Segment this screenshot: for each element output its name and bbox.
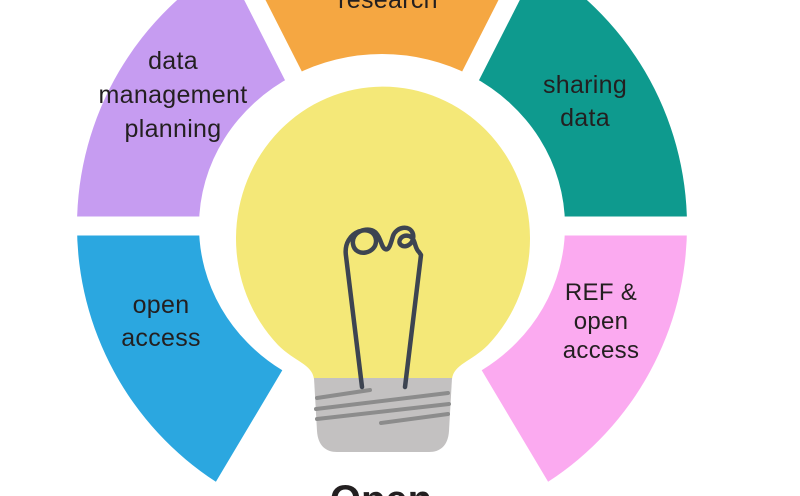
label-line: research [338,0,438,14]
label-line: management [98,81,248,109]
segment-ref-open-access [481,226,687,482]
segment-gap [455,0,520,93]
ring-segments [77,0,687,482]
label-line: planning [124,115,222,143]
ring-segment-gaps [63,0,701,236]
bulb-base-threads [314,388,451,425]
segment-label-ref-open-access: REF & open access [563,278,640,365]
segment-label-open-access: open access [121,289,201,355]
label-line: open [573,308,629,335]
label-line: data [148,47,198,75]
segment-sharing-data [470,0,687,226]
bulb-filament [343,225,424,390]
segment-label-sharing-data: sharing data [543,69,627,135]
label-line: data [560,104,610,132]
lightbulb-icon [236,86,530,452]
segment-label-research: research [338,0,438,17]
label-line: sharing [542,71,628,99]
segment-label-data-management-planning: data management planning [99,44,248,146]
segment-open-access [77,226,283,482]
label-line: open [132,291,190,319]
label-line: access [121,324,201,352]
label-line: REF & [564,279,638,306]
diagram-bottom-title: Open [330,478,432,496]
segment-research [254,0,510,76]
segment-gap [244,0,309,93]
label-line: access [562,337,640,364]
segment-data-management-planning [77,0,294,226]
bulb-glass [236,86,530,380]
